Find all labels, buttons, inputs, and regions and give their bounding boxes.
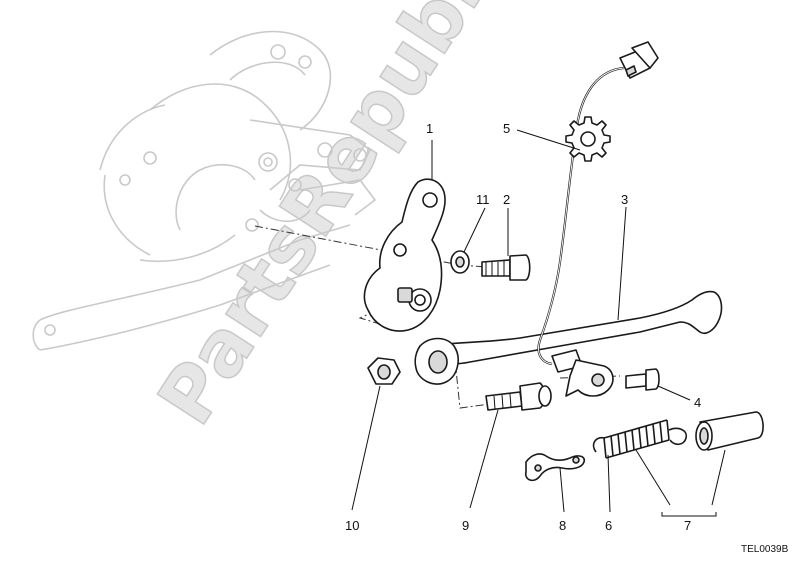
callout-3: 3	[621, 192, 628, 207]
callout-11: 11	[476, 192, 490, 207]
leader-6	[607, 454, 611, 513]
callout-9: 9	[462, 518, 469, 533]
leader-5	[516, 129, 581, 151]
side-stand-sensor-harness	[537, 41, 659, 397]
side-stand-bracket	[363, 178, 446, 332]
watermark-text: PartsRepublik	[140, 0, 542, 440]
leader-10	[351, 385, 381, 511]
leader-11	[463, 207, 486, 253]
callout-8: 8	[559, 518, 566, 533]
leader-9	[469, 409, 499, 509]
watermark: PartsRepublik	[140, 0, 544, 441]
engine-case-outline	[32, 30, 377, 351]
leader-3	[617, 206, 627, 321]
callout-6: 6	[605, 518, 612, 533]
callout-10: 10	[345, 518, 359, 533]
leader-7b	[711, 449, 726, 506]
washer	[450, 250, 470, 274]
nut	[367, 357, 401, 385]
callout-labels: 1 11 2 3 5 4 10 9 8 6 7	[345, 121, 701, 533]
return-spring	[592, 419, 688, 459]
socket-head-screw	[481, 254, 531, 281]
callout-2: 2	[503, 192, 510, 207]
side-stand	[414, 290, 723, 385]
sensor-screw	[625, 368, 660, 391]
reference-code: TEL0039B	[741, 544, 789, 555]
stud-bolt	[485, 382, 552, 411]
callout-1: 1	[426, 121, 433, 136]
bracket-7	[661, 512, 717, 517]
leader-7a	[635, 449, 671, 506]
leader-lines	[351, 129, 726, 517]
callout-7: 7	[684, 518, 691, 533]
callout-5: 5	[503, 121, 510, 136]
gear-icon	[565, 116, 611, 162]
leader-8	[559, 467, 565, 513]
leader-4	[657, 385, 691, 401]
spring-sleeve	[695, 411, 764, 451]
callout-4: 4	[694, 395, 701, 410]
spring-plate	[524, 453, 586, 482]
